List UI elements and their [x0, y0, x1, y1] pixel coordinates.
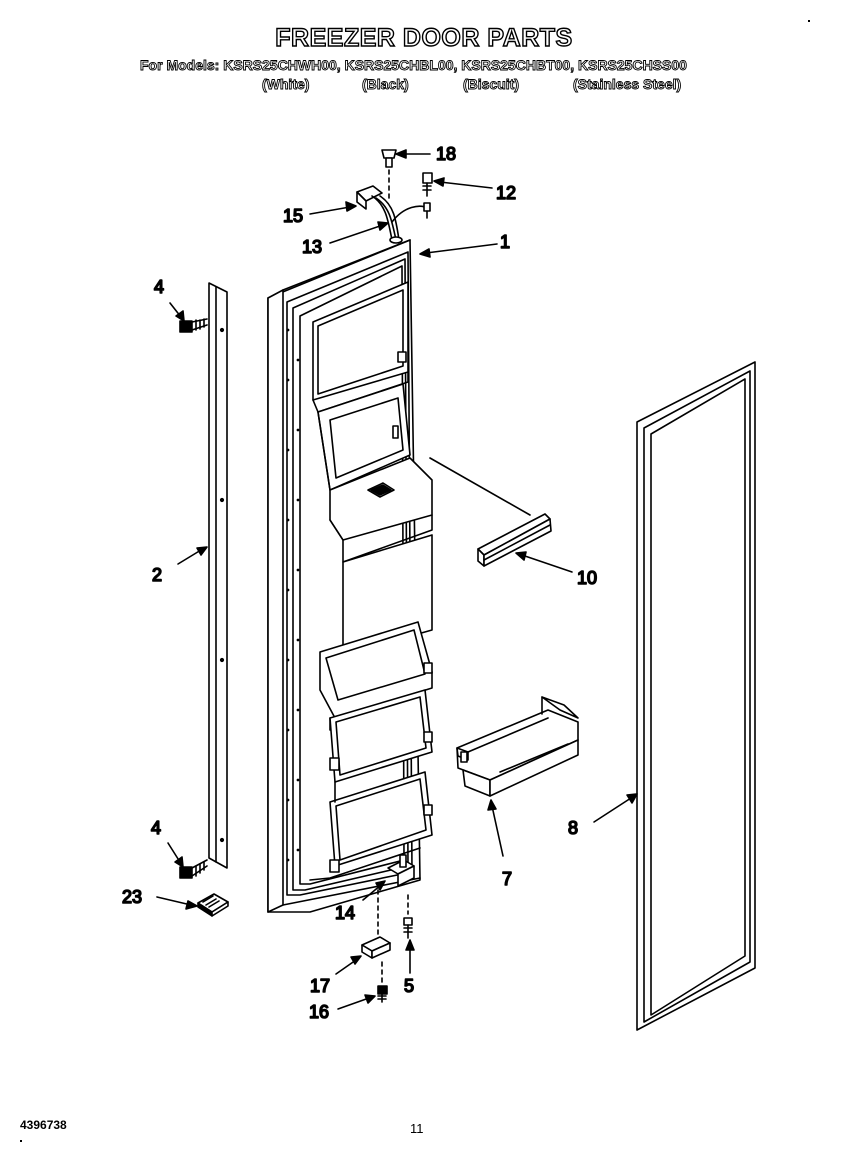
callout-12: 12: [496, 183, 516, 203]
callout-4-bottom: 4: [151, 818, 161, 838]
grommet-part-13: [389, 236, 403, 244]
wire-harness-part-15: [356, 185, 431, 241]
color-white: (White): [262, 76, 310, 93]
hinge-part-14: [377, 854, 415, 936]
screw-part-12: [422, 172, 433, 197]
color-biscuit: (Biscuit): [463, 76, 520, 93]
callout-5: 5: [404, 976, 414, 996]
screw-part-16: [377, 961, 388, 1003]
leader-line-10: [429, 457, 531, 516]
screw-part-4-bottom: [179, 859, 208, 879]
trim-strip-part-2: [208, 282, 228, 869]
corner-mark: [808, 20, 810, 22]
rail-part-10: [477, 513, 552, 567]
leader-arrows: [156, 149, 638, 1010]
callout-15: 15: [283, 206, 303, 226]
door-frame-part-8: [636, 361, 756, 1031]
callout-18: 18: [436, 144, 456, 164]
callout-2: 2: [152, 565, 162, 585]
callout-13: 13: [302, 237, 322, 257]
callout-23: 23: [122, 887, 142, 907]
document-number: 4396738: [20, 1118, 67, 1132]
screw-part-5: [403, 894, 413, 939]
plug-part-18: [381, 149, 397, 201]
color-stainless-steel: (Stainless Steel): [573, 76, 682, 93]
color-black: (Black): [362, 76, 410, 93]
page-title: FREEZER DOOR PARTS: [275, 23, 573, 52]
callout-16: 16: [309, 1002, 329, 1022]
callout-4-top: 4: [154, 277, 164, 297]
corner-mark: [20, 1140, 22, 1142]
callout-17: 17: [310, 976, 330, 996]
screw-part-4-top: [179, 318, 208, 333]
hinge-bracket-part-17: [361, 936, 391, 959]
callout-8: 8: [568, 818, 578, 838]
callout-1: 1: [500, 232, 510, 252]
door-liner-part-1: [267, 239, 433, 913]
door-bin-part-7: [456, 696, 579, 797]
callout-10: 10: [577, 568, 597, 588]
callout-7: 7: [502, 869, 512, 889]
page-number: 11: [410, 1121, 424, 1136]
models-line: For Models: KSRS25CHWH00, KSRS25CHBL00, …: [140, 57, 688, 74]
clip-part-23: [197, 893, 229, 917]
callout-14: 14: [335, 903, 355, 923]
